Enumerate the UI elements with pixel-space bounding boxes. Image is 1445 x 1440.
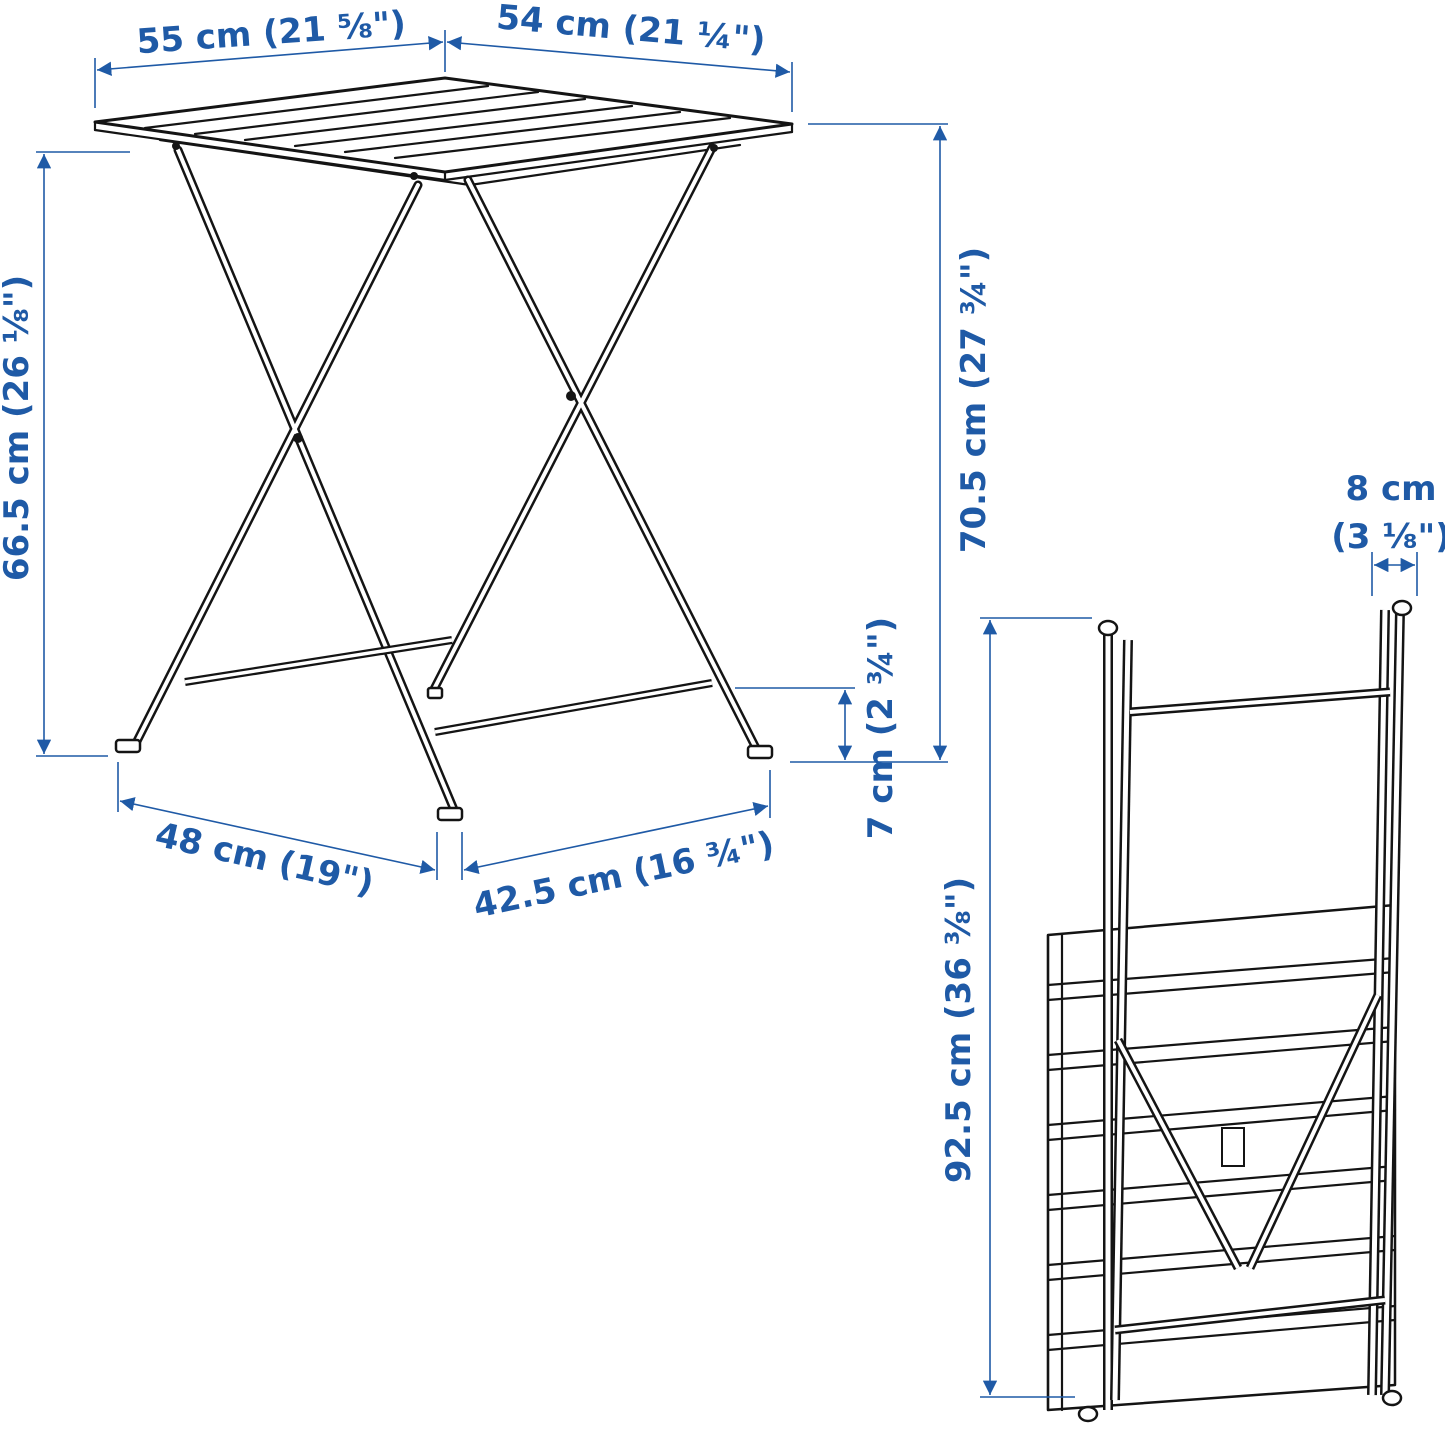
table-legs-inner: [133, 146, 760, 814]
label-base-depth: 42.5 cm (16 ¾"): [470, 824, 778, 927]
label-top-depth: 54 cm (21 ¼"): [495, 0, 767, 61]
folded-table-drawing: [1046, 599, 1413, 1423]
pivot-bolt-left: [293, 433, 303, 443]
label-folded-thickness-cm: 8 cm: [1345, 469, 1436, 509]
label-folded-thickness-in: (3 ⅛"): [1331, 517, 1445, 557]
dimension-lines-folded: [980, 552, 1418, 1398]
label-total-height: 70.5 cm (27 ¾"): [954, 247, 994, 553]
folded-frame: [1077, 599, 1413, 1423]
open-table-drawing: [93, 76, 794, 822]
label-base-width: 48 cm (19"): [151, 815, 377, 904]
pivot-bolt-right: [566, 391, 576, 401]
table-apron: [158, 138, 742, 187]
label-top-width: 55 cm (21 ⅝"): [135, 4, 407, 63]
dimension-lines-open: [36, 30, 948, 880]
table-stretchers: [184, 636, 713, 736]
tabletop-slats: [93, 84, 794, 182]
table-legs: [130, 143, 763, 817]
label-folded-height: 92.5 cm (36 ⅜"): [939, 877, 979, 1183]
table-feet: [114, 686, 774, 822]
label-foot-height: 7 cm (2 ¾"): [861, 617, 901, 839]
label-leg-height: 66.5 cm (26 ⅛"): [0, 275, 37, 581]
